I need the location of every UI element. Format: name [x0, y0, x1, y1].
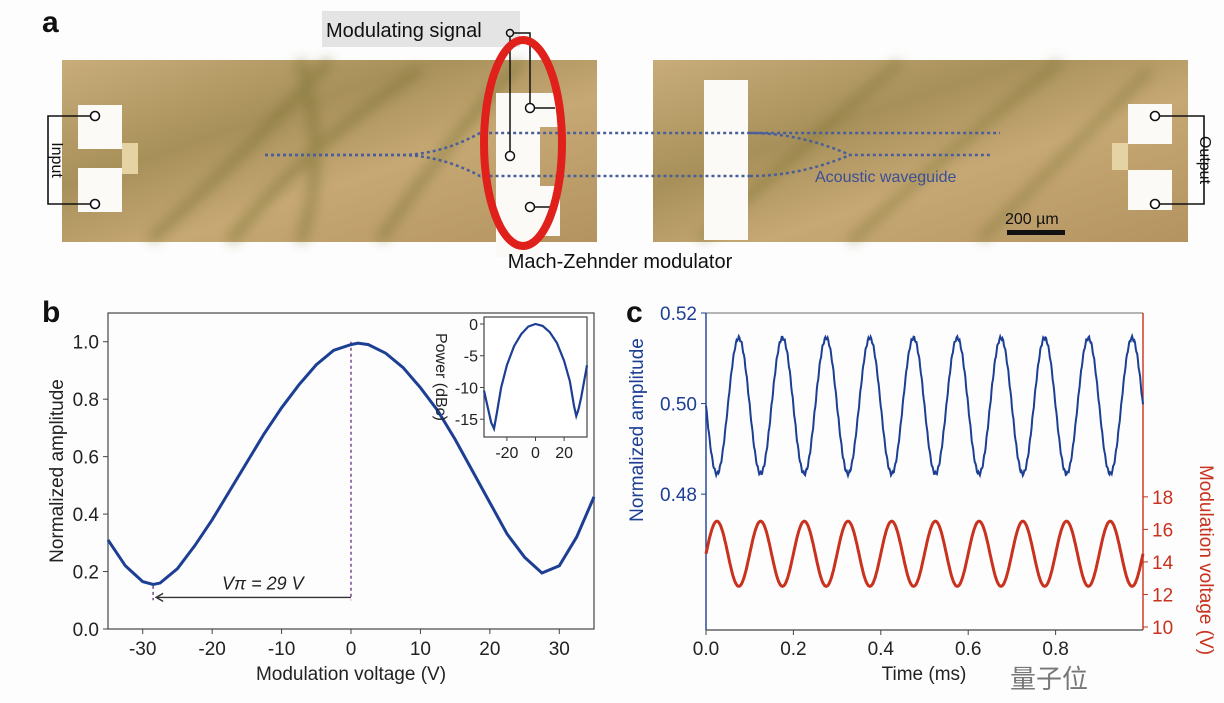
series-line-modulation-voltage [704, 519, 1145, 588]
inset-y-tick-label: 0 [469, 317, 478, 334]
output-connector [1149, 110, 1205, 210]
signal-connector [504, 28, 555, 213]
output-pad-top [1128, 104, 1172, 144]
x-tick-label-b: -20 [198, 639, 225, 660]
x-tick-label-c: 0.2 [780, 639, 806, 660]
series-line-normalized-amplitude [705, 332, 1144, 480]
output-label: Output [1196, 136, 1213, 185]
panel-b: b -30 -20 -10 0 10 20 30 0.0 0.2 0.4 0.6 0.8 1.0 Vπ … [42, 296, 596, 685]
mzm-electrode-right [704, 80, 748, 240]
x-tick-label-c: 0.4 [868, 639, 895, 660]
y-tick-label-left-c: 0.50 [660, 395, 697, 416]
inset-y-axis-label: Power (dBc) [432, 333, 449, 421]
highlight-ellipse [480, 36, 566, 250]
watermark: 量子位 [1010, 664, 1088, 694]
vpi-annotation: Vπ = 29 V [222, 573, 306, 593]
x-tick-label-b: -10 [268, 639, 295, 660]
panel-label-a: a [42, 6, 59, 39]
y-tick-label-right-c: 12 [1152, 585, 1173, 606]
chip-right [653, 58, 1188, 246]
y-tick-label-right-c: 16 [1152, 520, 1173, 541]
acoustic-waveguide [265, 131, 1000, 178]
y-tick-label-left-c: 0.52 [660, 304, 697, 325]
scale-bar-label: 200 µm [1005, 211, 1059, 228]
inset-x-tick-label: -20 [495, 445, 518, 462]
x-axis-label-c: Time (ms) [882, 664, 967, 685]
panel-label-c: c [626, 296, 643, 329]
y-tick-label-right-c: 10 [1152, 618, 1173, 639]
y-tick-label-left-c: 0.48 [660, 485, 697, 506]
y-tick-label-b: 0.4 [73, 505, 100, 526]
x-tick-label-b: 30 [549, 639, 570, 660]
mzm-label: Mach-Zehnder modulator [508, 251, 733, 273]
y-tick-label-right-c: 18 [1152, 488, 1173, 509]
x-tick-label-b: 10 [410, 639, 431, 660]
y-axis-label-right-c: Modulation voltage (V) [1195, 465, 1216, 655]
y-tick-label-b: 0.0 [73, 620, 99, 641]
input-connector [47, 110, 101, 210]
x-axis-label-b: Modulation voltage (V) [256, 664, 446, 685]
inset-y-tick-label: -15 [455, 412, 478, 429]
y-tick-label-b: 1.0 [73, 333, 99, 354]
panel-label-b: b [42, 296, 60, 329]
series-line-normalized-amplitude [106, 341, 596, 587]
panel-a: a Acoust [42, 6, 1213, 273]
chip-left [62, 56, 597, 257]
inset-x-tick-label: 20 [555, 445, 573, 462]
input-pad-top [78, 105, 122, 149]
x-tick-label-c: 0.0 [693, 639, 719, 660]
scale-bar [1007, 230, 1065, 235]
x-tick-label-b: 0 [346, 639, 357, 660]
inset-frame [483, 316, 588, 438]
y-axis-label-left-c: Normalized amplitude [627, 338, 648, 522]
inset-y-tick-label: -5 [464, 349, 478, 366]
x-tick-label-c: 0.8 [1042, 639, 1068, 660]
modulating-signal-label: Modulating signal [326, 20, 482, 42]
y-tick-label-right-c: 14 [1152, 553, 1174, 574]
inset-y-tick-label: -10 [455, 380, 478, 397]
vpi-arrowhead [154, 592, 164, 603]
acoustic-waveguide-label: Acoustic waveguide [815, 169, 957, 186]
y-axis-label-b: Normalized amplitude [47, 379, 68, 563]
input-label: Input [48, 142, 65, 178]
modulating-signal-box [322, 11, 520, 47]
y-tick-label-b: 0.6 [73, 448, 99, 469]
x-tick-label-c: 0.6 [955, 639, 981, 660]
inset-series-line-power [482, 322, 589, 433]
inset-x-tick-label: 0 [531, 445, 540, 462]
y-tick-label-b: 0.2 [73, 563, 99, 584]
x-tick-label-b: 20 [479, 639, 500, 660]
x-tick-label-b: -30 [129, 639, 156, 660]
y-tick-label-b: 0.8 [73, 390, 99, 411]
